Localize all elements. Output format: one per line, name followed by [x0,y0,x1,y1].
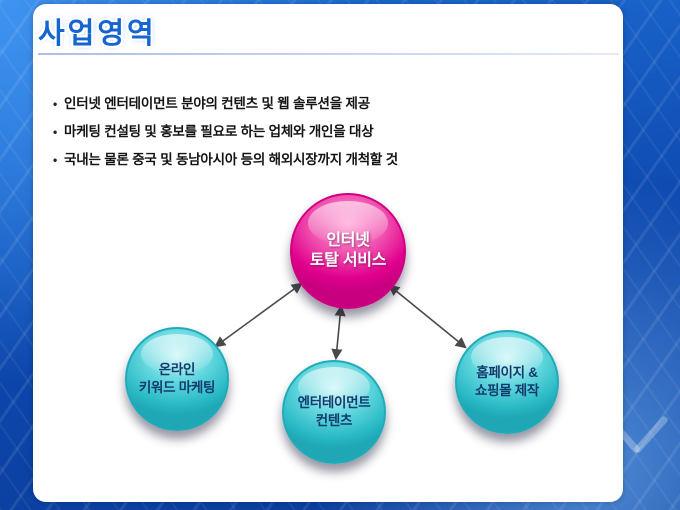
bullet-text: 마케팅 컨설팅 및 홍보를 필요로 하는 업체와 개인을 대상 [64,124,374,139]
bullet-item: • 마케팅 컨설팅 및 홍보를 필요로 하는 업체와 개인을 대상 [53,118,398,146]
bullet-marker: • [53,97,58,111]
bullet-item: • 국내는 물론 중국 및 동남아시아 등의 해외시장까지 개척할 것 [53,146,398,174]
bullet-text: 국내는 물론 중국 및 동남아시아 등의 해외시장까지 개척할 것 [64,152,398,167]
page-title: 사업영역 [38,18,157,50]
bullet-marker: • [53,153,58,167]
title-divider [38,53,619,55]
bullet-marker: • [53,125,58,139]
bullet-list: • 인터넷 엔터테이먼트 분야의 컨텐츠 및 웹 솔루션을 제공 • 마케팅 컨… [53,90,398,174]
content-panel: 사업영역 • 인터넷 엔터테이먼트 분야의 컨텐츠 및 웹 솔루션을 제공 • … [33,4,623,502]
bullet-text: 인터넷 엔터테이먼트 분야의 컨텐츠 및 웹 솔루션을 제공 [64,96,370,111]
bullet-item: • 인터넷 엔터테이먼트 분야의 컨텐츠 및 웹 솔루션을 제공 [53,90,398,118]
